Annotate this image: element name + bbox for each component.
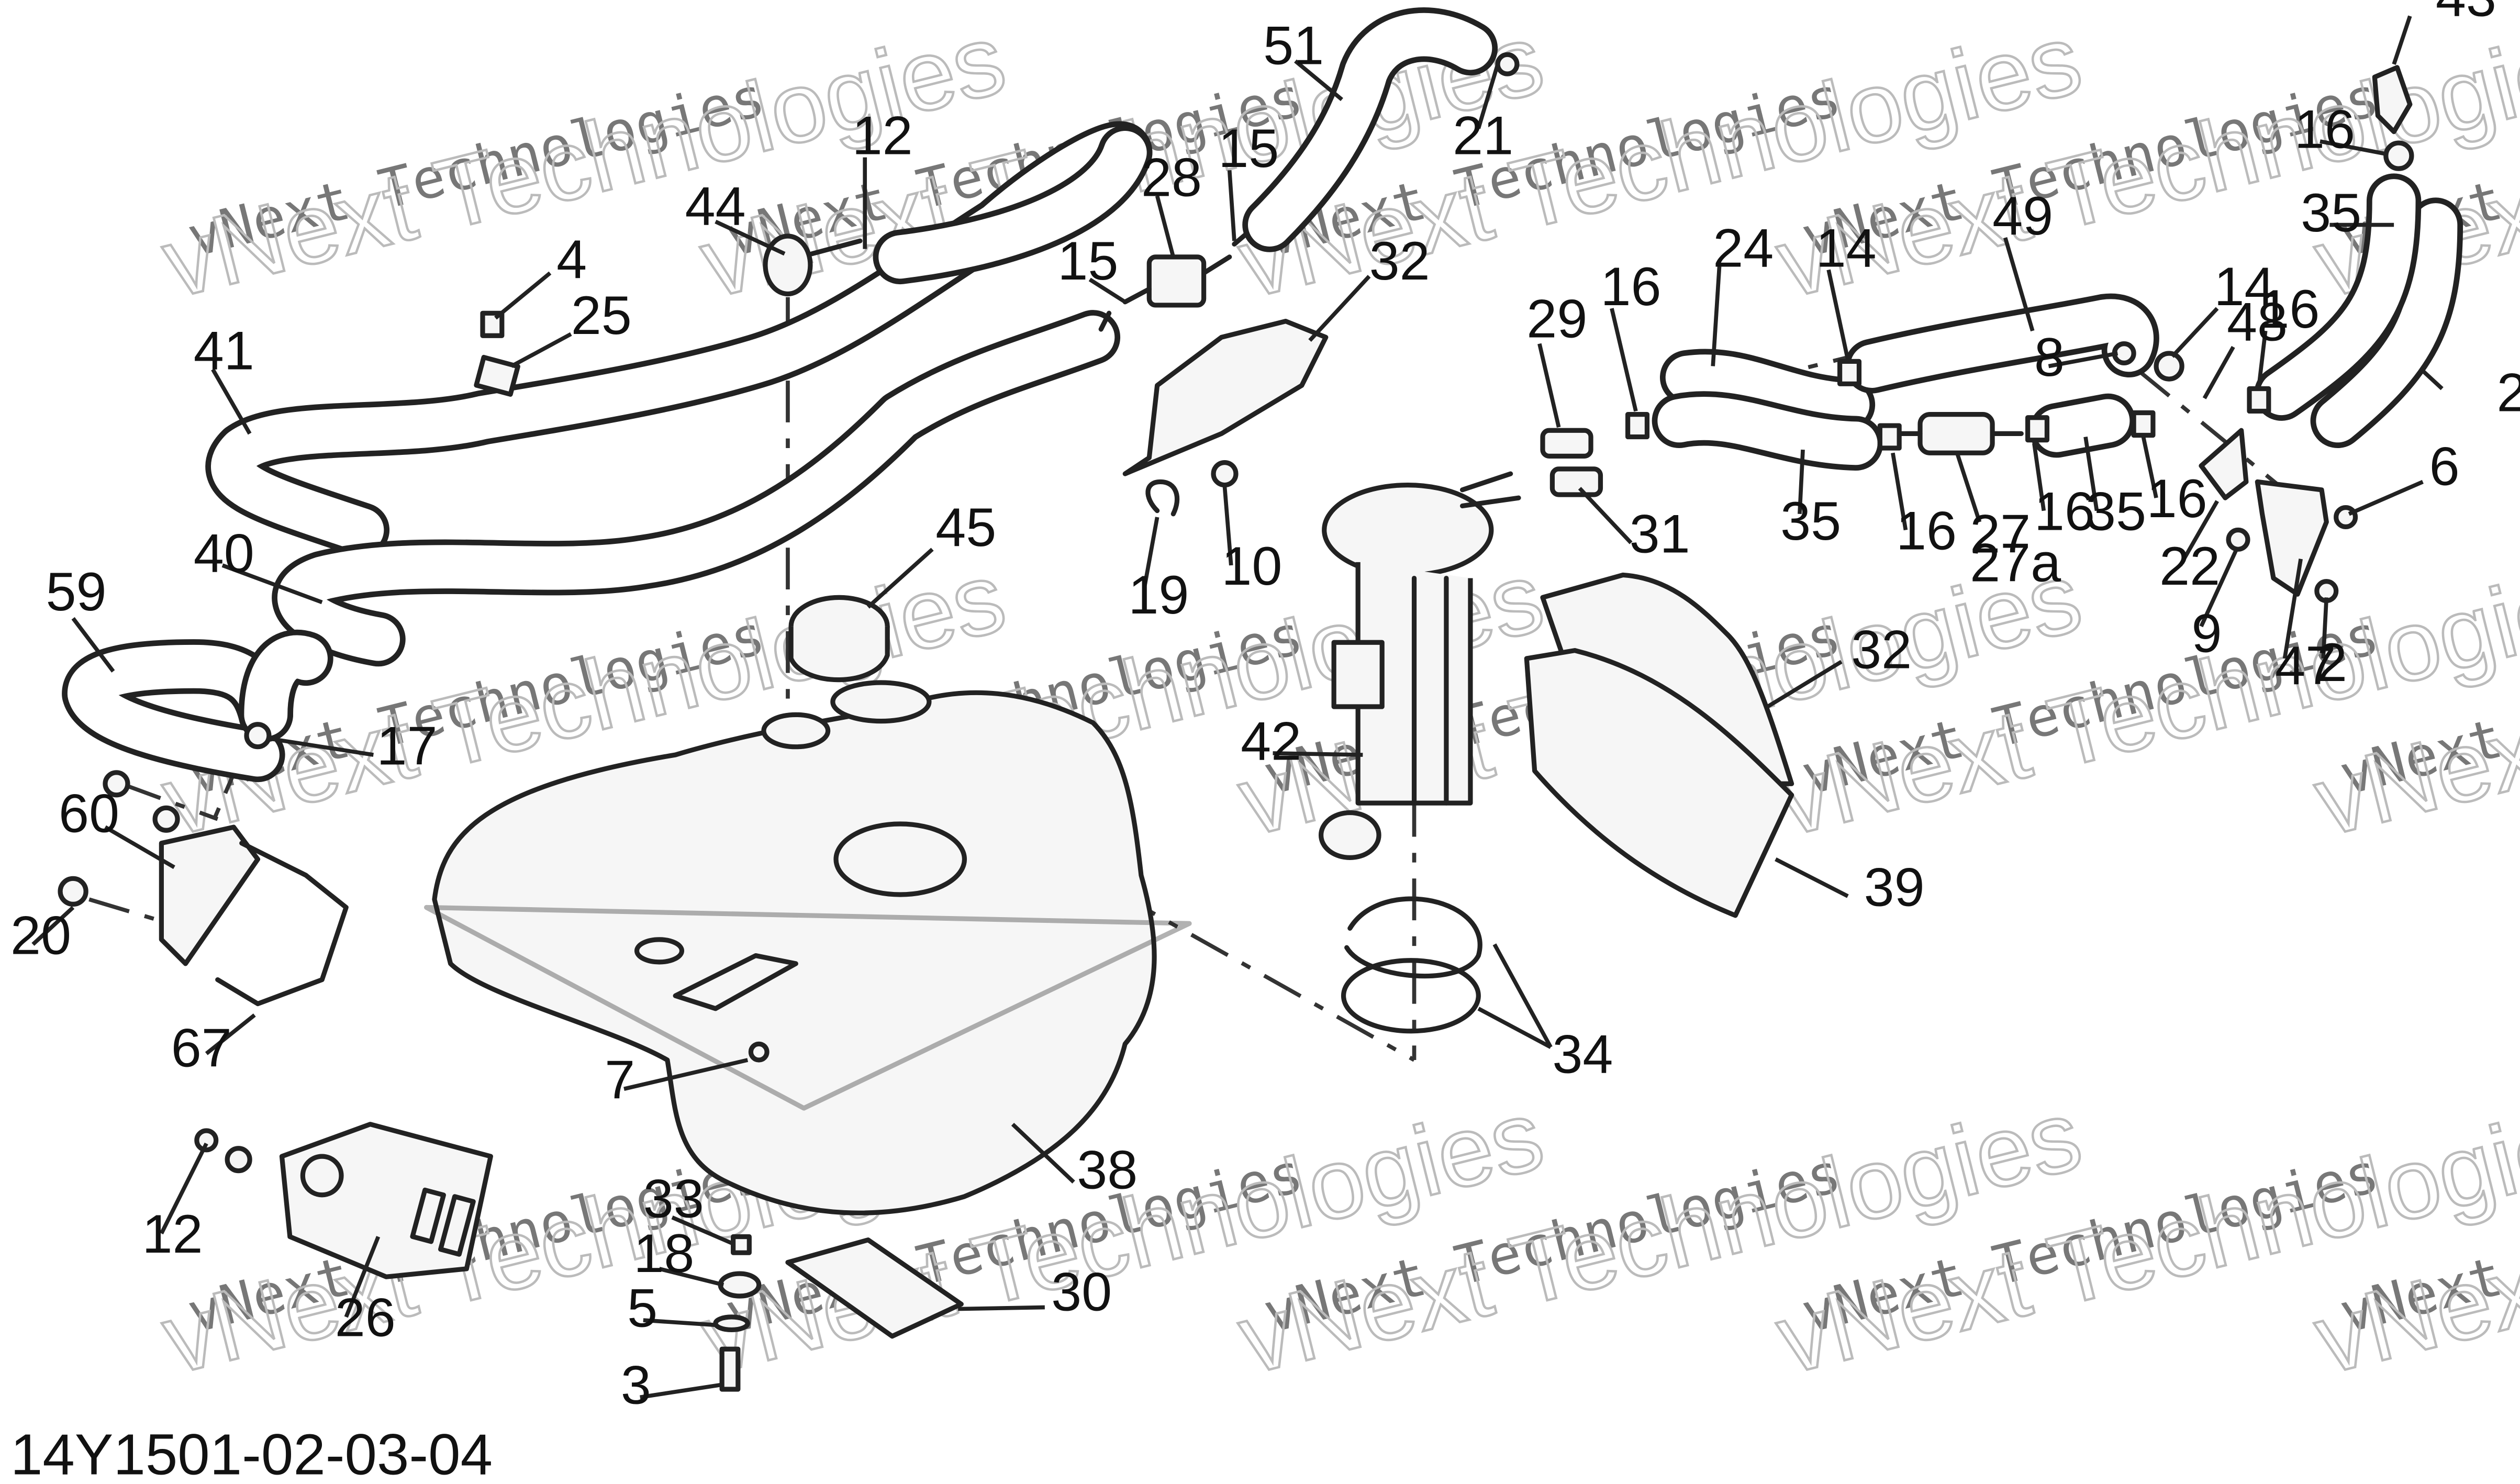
callout-14: 14 bbox=[2214, 256, 2275, 317]
callout-6: 6 bbox=[2429, 437, 2460, 497]
callout-20: 20 bbox=[10, 906, 71, 966]
callout-38: 38 bbox=[1077, 1140, 1138, 1200]
control-module-60 bbox=[159, 824, 349, 1007]
callout-24: 24 bbox=[1713, 218, 1774, 278]
hose-59 bbox=[62, 629, 333, 783]
callout-19: 19 bbox=[1128, 565, 1189, 626]
callout-8: 8 bbox=[2034, 327, 2065, 388]
hose-35c bbox=[2029, 393, 2136, 458]
callout-12: 12 bbox=[142, 1204, 203, 1265]
callout-labels: 43 51 21 12 44 4 25 41 28 15 15 32 24 14… bbox=[10, 0, 2520, 1416]
callout-43: 43 bbox=[2436, 0, 2496, 28]
leader-lines bbox=[31, 15, 2444, 1400]
lock-ring-34 bbox=[1341, 896, 1482, 1034]
callout-30: 30 bbox=[1051, 1262, 1112, 1323]
bracket-32a bbox=[1122, 319, 1329, 476]
callout-67: 67 bbox=[171, 1018, 232, 1078]
callout-35: 35 bbox=[1780, 491, 1841, 552]
callout-16: 16 bbox=[1896, 500, 1957, 561]
fuel-filter-27 bbox=[1886, 411, 2024, 455]
callout-18: 18 bbox=[633, 1223, 694, 1284]
callout-31: 31 bbox=[1630, 504, 1690, 564]
callout-24: 24 bbox=[2497, 362, 2520, 423]
hose-40 bbox=[272, 125, 1153, 667]
callout-42: 42 bbox=[1241, 711, 1301, 772]
bracket-47 bbox=[2255, 479, 2329, 597]
hose-49 bbox=[1844, 293, 2159, 394]
callout-3: 3 bbox=[621, 1355, 651, 1416]
callout-40: 40 bbox=[194, 523, 254, 584]
hose-35a bbox=[1652, 391, 1883, 471]
callout-16: 16 bbox=[2294, 99, 2355, 160]
callout-48: 48 bbox=[2227, 292, 2288, 352]
callout-33: 33 bbox=[643, 1169, 704, 1230]
callout-2: 2 bbox=[2317, 632, 2347, 693]
callout-26: 26 bbox=[335, 1288, 396, 1348]
callout-5: 5 bbox=[627, 1278, 657, 1338]
callout-60: 60 bbox=[59, 783, 119, 844]
callout-51: 51 bbox=[1263, 16, 1324, 76]
fuel-pump-module bbox=[1318, 471, 1521, 861]
callout-27: 27 bbox=[1970, 504, 2031, 564]
callout-59: 59 bbox=[46, 562, 106, 622]
callout-16: 16 bbox=[2034, 482, 2095, 542]
callout-39: 39 bbox=[1864, 857, 1925, 918]
fuel-cap bbox=[788, 595, 890, 683]
callout-14: 14 bbox=[1816, 218, 1877, 278]
callout-4: 4 bbox=[556, 229, 587, 290]
callout-27a: 27a bbox=[1970, 533, 2061, 594]
callout-49: 49 bbox=[1992, 186, 2053, 247]
callout-32: 32 bbox=[1851, 619, 1912, 680]
callout-47: 47 bbox=[2275, 635, 2336, 696]
callout-15: 15 bbox=[1218, 118, 1279, 179]
callout-35: 35 bbox=[2086, 482, 2146, 542]
callout-7: 7 bbox=[605, 1050, 635, 1111]
callout-16: 16 bbox=[2147, 468, 2207, 529]
callout-10: 10 bbox=[1221, 536, 1282, 597]
hose-24a bbox=[1659, 349, 1876, 432]
carbon-canister-28 bbox=[1122, 254, 1232, 308]
fuel-tank bbox=[424, 680, 1192, 1215]
callout-16: 16 bbox=[2259, 279, 2320, 340]
callout-34: 34 bbox=[1552, 1024, 1613, 1085]
callout-17: 17 bbox=[377, 716, 438, 776]
callout-45: 45 bbox=[935, 497, 996, 558]
callout-29: 29 bbox=[1526, 288, 1587, 349]
callout-44: 44 bbox=[685, 176, 746, 237]
fitting-43 bbox=[2372, 65, 2413, 135]
callout-12: 12 bbox=[852, 106, 913, 166]
callout-15: 15 bbox=[1057, 231, 1118, 292]
callout-9: 9 bbox=[2192, 604, 2222, 664]
callout-28: 28 bbox=[1141, 147, 1202, 208]
control-unit-26 bbox=[194, 1122, 493, 1279]
drawing-reference: 14Y1501-02-03-04 bbox=[10, 1423, 493, 1484]
callout-16: 16 bbox=[1600, 256, 1661, 317]
callout-41: 41 bbox=[194, 321, 254, 382]
callout-22: 22 bbox=[2159, 536, 2220, 597]
hose-51 bbox=[1242, 7, 1498, 252]
shield-plate-32-39 bbox=[1524, 572, 1794, 918]
callout-25: 25 bbox=[571, 285, 632, 346]
hose-24b bbox=[2254, 173, 2463, 449]
callout-35: 35 bbox=[2301, 183, 2361, 243]
callout-32: 32 bbox=[1369, 231, 1430, 292]
clip-22 bbox=[2199, 428, 2249, 500]
callout-21: 21 bbox=[1453, 106, 1513, 166]
